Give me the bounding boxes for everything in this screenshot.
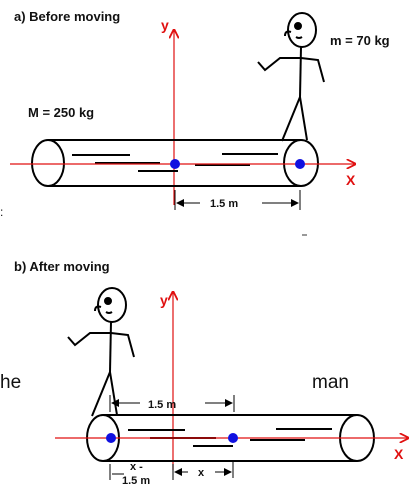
- distance-marker-b: [109, 395, 235, 412]
- log-mass-label: M = 250 kg: [28, 105, 94, 120]
- offset-label-bottom: 1.5 m: [122, 475, 150, 487]
- x-axis-label-b: X: [394, 446, 404, 462]
- text-fragment-left: he: [0, 372, 21, 393]
- man-mass-label: m = 70 kg: [330, 33, 390, 48]
- x-axis-label-a: X: [346, 172, 356, 188]
- y-axis-label-b: y: [160, 292, 168, 308]
- distance-marker-a: [174, 190, 301, 210]
- man-position-dot-b: [106, 433, 116, 443]
- y-axis-label-a: y: [161, 17, 169, 33]
- text-fragment-right: man: [312, 372, 349, 393]
- stick-man-a: [257, 12, 325, 142]
- offset-x-label: x: [198, 467, 205, 479]
- log-center-dot-b: [228, 433, 238, 443]
- center-of-mass-dot-a: [170, 159, 180, 169]
- offset-marker-b: [109, 462, 234, 480]
- panel-before-moving: a) Before moving y X M = 250 kg m = 70 k…: [10, 9, 390, 210]
- offset-label-top: x -: [130, 461, 143, 473]
- distance-label-b: 1.5 m: [148, 399, 176, 411]
- text-fragment-colon: :: [0, 205, 3, 219]
- log-a: [31, 139, 319, 187]
- panel-b-title: b) After moving: [14, 259, 110, 274]
- panel-after-moving: b) After moving y X 1.5 m: [14, 259, 408, 487]
- panel-a-title: a) Before moving: [14, 9, 120, 24]
- distance-label-a: 1.5 m: [210, 198, 238, 210]
- man-position-dot-a: [295, 159, 305, 169]
- stick-man-b: [67, 287, 135, 417]
